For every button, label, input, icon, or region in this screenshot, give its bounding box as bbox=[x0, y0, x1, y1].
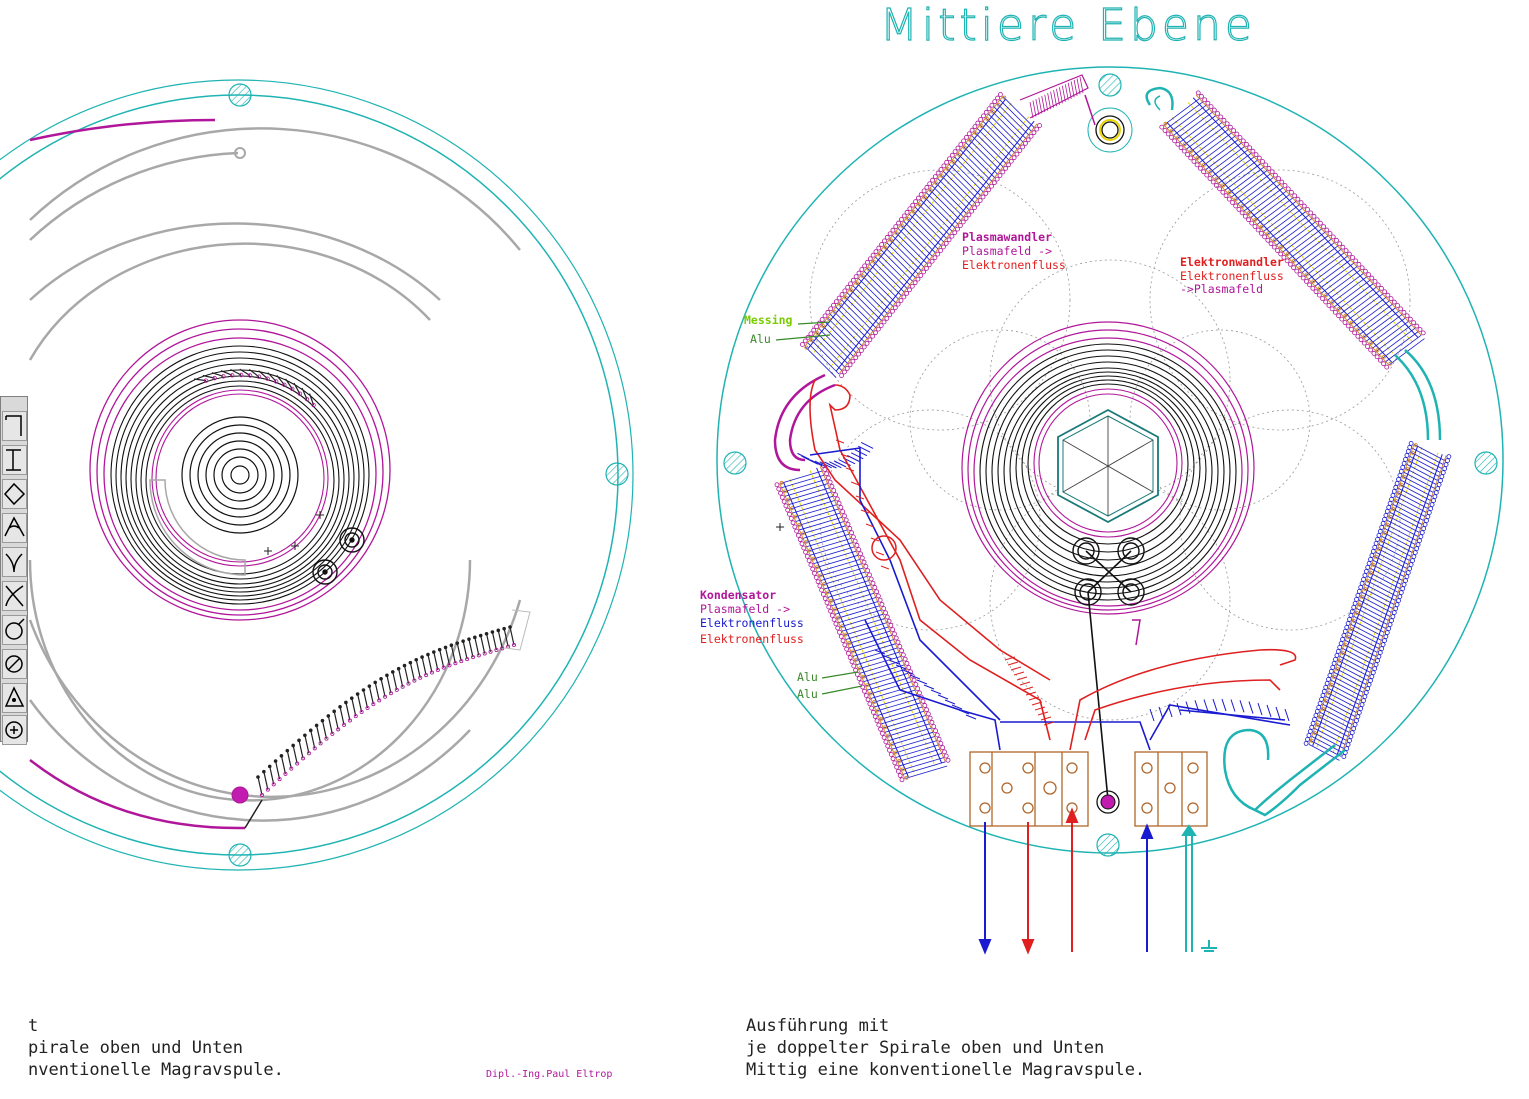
cad-toolbox bbox=[0, 396, 28, 745]
trim-tool-icon bbox=[5, 585, 24, 607]
line-tool-icon bbox=[5, 415, 22, 436]
center-tool-icon bbox=[5, 721, 23, 739]
kondensator-line1: Plasmafeld -> bbox=[700, 602, 790, 616]
diameter-tool-icon bbox=[5, 655, 23, 673]
kondensator-line3: Elektronenfluss bbox=[700, 632, 804, 646]
alu-label-1: Alu bbox=[797, 670, 818, 684]
left-drawing bbox=[0, 79, 634, 871]
alu-label-2: Alu bbox=[797, 687, 818, 701]
mount-hole-left-bottom bbox=[228, 843, 252, 867]
center-tool-button[interactable] bbox=[2, 715, 27, 745]
right-caption-line3: Mittig eine konventionelle Magravspule. bbox=[746, 1060, 1145, 1080]
fillet-tool-button[interactable] bbox=[2, 547, 27, 577]
left-caption-line1: t bbox=[28, 1016, 38, 1036]
rect-tool-icon bbox=[6, 449, 21, 471]
plasmawandler-line1: Plasmafeld -> bbox=[962, 244, 1052, 258]
diamond-tool-icon bbox=[3, 482, 26, 506]
terminal-block-right bbox=[1134, 751, 1208, 827]
circle-tool-icon bbox=[5, 618, 25, 640]
elektronwandler-line2: ->Plasmafeld bbox=[1180, 282, 1263, 296]
plasmawandler-line2: Elektronenfluss bbox=[962, 258, 1066, 272]
right-caption-line2: je doppelter Spirale oben und Unten bbox=[746, 1038, 1104, 1058]
alu-label-top: Alu bbox=[750, 332, 771, 346]
center-pin bbox=[1096, 790, 1120, 814]
line-tool-button[interactable] bbox=[2, 411, 27, 441]
polygon-tool-button[interactable] bbox=[2, 683, 27, 713]
kondensator-title: Kondensator bbox=[700, 588, 776, 602]
mount-hole-left-right bbox=[605, 462, 629, 486]
mount-hole-right-bottom bbox=[1096, 833, 1120, 857]
mount-hole-right-left bbox=[723, 451, 747, 475]
trim-tool-button[interactable] bbox=[2, 581, 27, 611]
messing-label: Messing bbox=[744, 313, 793, 327]
left-caption-line2: pirale oben und Unten bbox=[28, 1038, 243, 1058]
elektronwandler-line1: Elektronenfluss bbox=[1180, 269, 1284, 283]
rect-tool-button[interactable] bbox=[2, 445, 27, 475]
angle-tool-button[interactable] bbox=[2, 513, 27, 543]
plasmawandler-title: Plasmawandler bbox=[962, 230, 1052, 244]
right-caption-line1: Ausführung mit bbox=[746, 1016, 889, 1036]
output-leads bbox=[978, 807, 1217, 955]
angle-tool-icon bbox=[4, 516, 25, 537]
signature: Dipl.-Ing.Paul Eltrop bbox=[486, 1069, 612, 1080]
diameter-tool-button[interactable] bbox=[2, 649, 27, 679]
mount-hole-right-top bbox=[1098, 73, 1122, 97]
polygon-tool-icon bbox=[4, 686, 25, 707]
elektronwandler-title: Elektronwandler bbox=[1180, 255, 1284, 269]
right-drawing bbox=[716, 66, 1504, 955]
circle-tool-button[interactable] bbox=[2, 615, 27, 645]
diamond-tool-button[interactable] bbox=[2, 479, 27, 509]
fillet-tool-icon bbox=[5, 553, 23, 573]
page-title: Mittiere Ebene bbox=[880, 0, 1256, 51]
left-caption-line3: nventionelle Magravspule. bbox=[28, 1060, 284, 1080]
kondensator-line2: Elektronenfluss bbox=[700, 616, 804, 630]
mount-hole-left-top bbox=[228, 83, 252, 107]
mount-hole-right-right bbox=[1474, 451, 1498, 475]
